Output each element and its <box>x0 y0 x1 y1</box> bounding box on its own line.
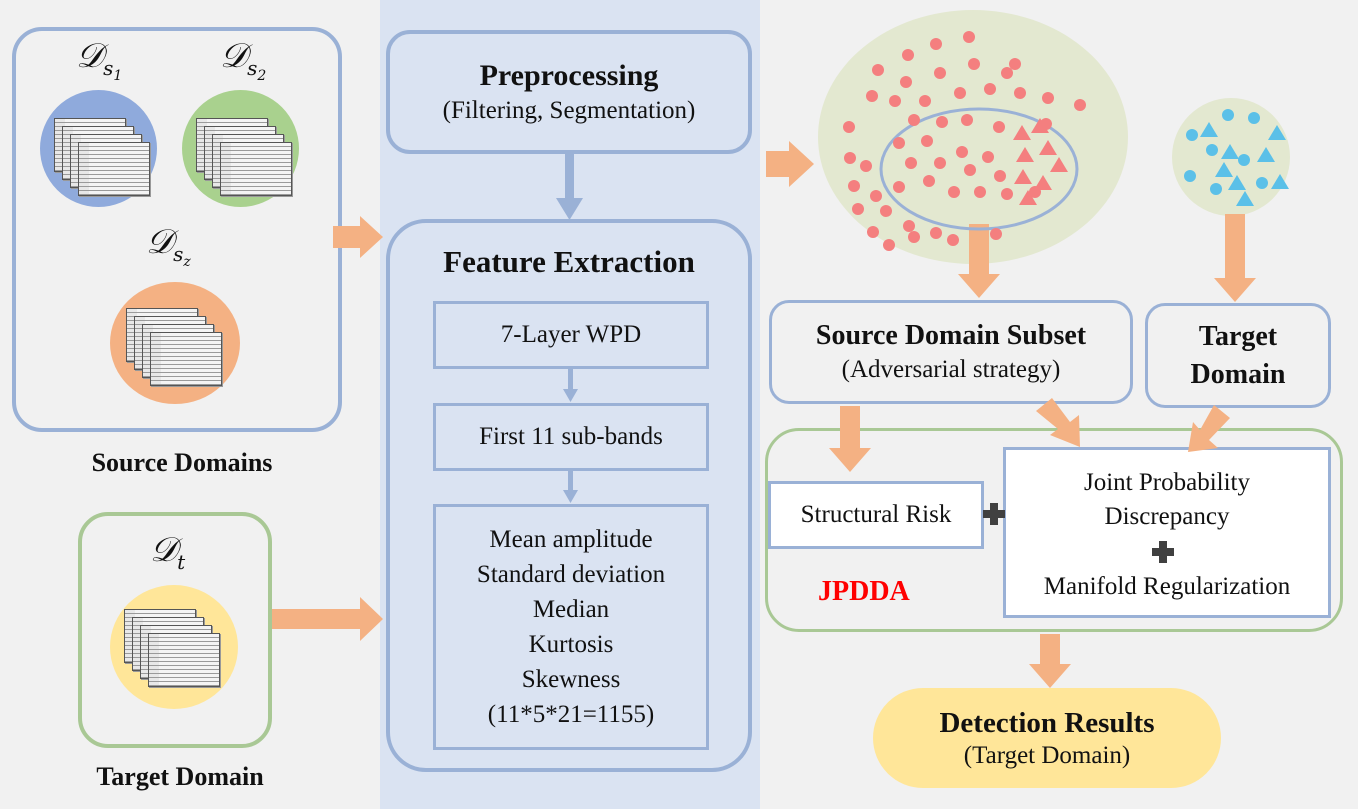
target-domain-box <box>78 512 272 748</box>
subbands-step-label: First 11 sub-bands <box>479 423 663 450</box>
detection-results-subtitle: (Target Domain) <box>963 741 1131 769</box>
eeg-document-icon <box>220 142 292 196</box>
target-to-feature-arrow <box>272 597 383 641</box>
source-to-feature-arrow <box>333 216 383 258</box>
cluster-to-subset-arrow <box>958 224 1000 298</box>
joint-probability-box: Joint Probability Discrepancy Manifold R… <box>1003 447 1331 618</box>
target-domain-circle <box>110 585 238 709</box>
stat-standard-deviation: Standard deviation <box>476 561 666 588</box>
subset-to-joint-probability-arrow <box>1036 398 1080 447</box>
wpd-to-subbands-arrow <box>563 369 578 402</box>
eeg-document-icon <box>78 142 150 196</box>
subset-to-structural-risk-arrow <box>829 406 871 472</box>
stat-mean-amplitude: Mean amplitude <box>489 526 653 553</box>
preprocessing-to-feature-arrow <box>556 154 583 220</box>
feature-extraction-title: Feature Extraction <box>443 244 695 279</box>
detection-results-box: Detection Results (Target Domain) <box>873 688 1221 788</box>
jpdda-label: JPDDA <box>818 576 910 607</box>
target-domain-label: 𝒟t <box>150 530 186 574</box>
source-domain-z-circle <box>110 282 240 404</box>
plus-icon <box>990 503 998 525</box>
source-cluster-circle <box>818 10 1128 264</box>
source-domain-2-label: 𝒟s2 <box>220 36 267 84</box>
target-domain-line2: Domain <box>1190 358 1286 390</box>
joint-probability-line1: Joint Probability <box>1084 469 1250 496</box>
jpdda-container <box>765 428 1343 632</box>
eeg-document-icon <box>150 332 222 386</box>
source-subset-box: Source Domain Subset (Adversarial strate… <box>769 300 1133 404</box>
source-domain-1-circle <box>40 90 157 207</box>
jpdda-to-detection-arrow <box>1029 634 1071 688</box>
stat-feature-count: (11*5*21=1155) <box>487 701 655 728</box>
target-domain-box-right: Target Domain <box>1145 303 1331 408</box>
source-domains-caption: Source Domains <box>91 448 273 477</box>
target-to-joint-probability-arrow <box>1188 405 1230 452</box>
target-domain-line1: Target <box>1198 320 1278 352</box>
detection-results-title: Detection Results <box>939 706 1155 739</box>
eeg-document-icon <box>148 633 220 687</box>
source-subset-title: Source Domain Subset <box>815 320 1087 351</box>
source-points <box>843 31 1086 251</box>
statistics-box: Mean amplitude Standard deviation Median… <box>433 504 709 750</box>
stat-median: Median <box>532 596 610 623</box>
wpd-step-label: 7-Layer WPD <box>500 321 642 348</box>
joint-probability-line2: Discrepancy <box>1104 503 1230 530</box>
plus-icon <box>1159 541 1167 563</box>
preprocessing-to-cluster-arrow <box>766 141 814 187</box>
source-domain-1-label: 𝒟s1 <box>76 36 123 84</box>
structural-risk-box: Structural Risk <box>768 481 984 549</box>
stat-skewness: Skewness <box>521 666 621 693</box>
target-domain-caption: Target Domain <box>96 762 264 791</box>
selected-subset-ellipse <box>879 107 1079 231</box>
subbands-to-stats-arrow <box>563 471 578 503</box>
source-domain-2-circle <box>182 90 299 207</box>
source-subset-subtitle: (Adversarial strategy) <box>841 356 1061 383</box>
target-points <box>1184 109 1289 206</box>
wpd-step-box: 7-Layer WPD <box>433 301 709 369</box>
preprocessing-subtitle: (Filtering, Segmentation) <box>442 97 696 124</box>
structural-risk-label: Structural Risk <box>800 501 952 528</box>
preprocessing-box: Preprocessing (Filtering, Segmentation) <box>386 30 752 154</box>
source-domain-z-label: 𝒟sz <box>146 222 191 270</box>
feature-extraction-box <box>386 219 752 772</box>
preprocessing-title: Preprocessing <box>479 59 659 92</box>
stat-kurtosis: Kurtosis <box>528 631 614 658</box>
subbands-step-box: First 11 sub-bands <box>433 403 709 471</box>
manifold-regularization-label: Manifold Regularization <box>1043 573 1291 600</box>
target-cluster-to-box-arrow <box>1214 214 1256 302</box>
source-triangles <box>1013 118 1068 205</box>
